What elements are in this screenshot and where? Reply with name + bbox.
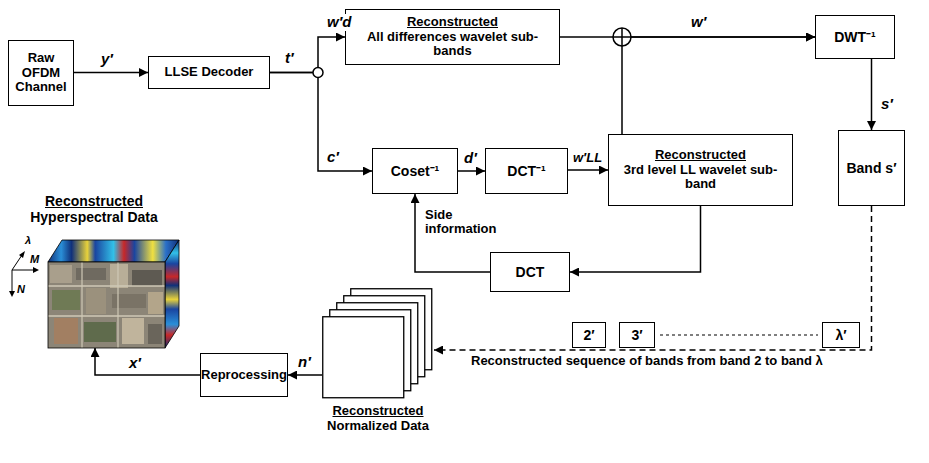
cube-front-outline <box>48 262 165 348</box>
connector <box>871 59 873 130</box>
band-box: 3′ <box>619 322 655 348</box>
signal-label: Side information <box>424 208 506 237</box>
connector <box>270 73 372 172</box>
axis-line <box>12 270 34 271</box>
connector <box>270 37 345 73</box>
axis-head <box>19 251 25 258</box>
connector <box>622 37 815 134</box>
image-patch <box>86 288 106 314</box>
image-road <box>48 285 165 287</box>
heading-text: Reconstructed <box>655 148 746 163</box>
sum-cross <box>621 28 623 46</box>
image-patch <box>50 265 72 283</box>
connector <box>288 374 322 376</box>
node-text: LLSE Decoder <box>165 65 254 80</box>
split-point <box>313 68 323 78</box>
node-text: 2′ <box>583 327 594 343</box>
node-text: 3rd level LL wavelet sub-band <box>613 163 788 193</box>
image-patch <box>76 268 106 280</box>
node-text: 3′ <box>631 327 642 343</box>
axis-head <box>33 267 39 273</box>
ellipsis-line <box>660 334 818 335</box>
signal-label: c′ <box>326 149 340 166</box>
sum-circle <box>613 28 631 46</box>
data-stack: ReconstructedNormalized Data <box>322 288 434 456</box>
process-box: DCT <box>490 252 570 292</box>
page-stack <box>322 288 434 400</box>
heading-text: Reconstructed <box>407 15 498 30</box>
node-text: DWT⁻¹ <box>834 29 876 45</box>
axis-line <box>12 255 22 270</box>
node-text: λ′ <box>835 327 846 343</box>
page <box>323 317 404 398</box>
process-box: DWT⁻¹ <box>815 15 895 59</box>
image-road <box>81 262 82 348</box>
image-patch <box>52 290 80 310</box>
node-text: Band s′ <box>846 160 896 176</box>
axis-line <box>12 270 13 292</box>
axis-label: N <box>16 283 26 295</box>
image-patch <box>110 264 128 288</box>
signal-label: s′ <box>880 96 894 113</box>
cube-front <box>48 262 165 348</box>
connector <box>570 206 701 272</box>
cube-figure: ReconstructedHyperspectral Data <box>8 190 180 348</box>
image-patch <box>84 322 116 342</box>
connector <box>74 72 148 74</box>
image-patch <box>132 270 162 286</box>
process-box: Band s′ <box>838 130 905 206</box>
signal-label: w′LL <box>572 151 603 165</box>
signal-label: x′ <box>128 355 142 372</box>
signal-label: t′ <box>284 50 295 67</box>
image-patch <box>54 318 78 344</box>
image-patch <box>148 324 162 344</box>
cube-side <box>165 240 179 348</box>
hyperspectral-cube <box>48 240 179 348</box>
node-text: Normalized Data <box>327 419 429 434</box>
signal-label: n′ <box>297 354 312 371</box>
axis-label: M <box>29 253 40 265</box>
heading-text: Reconstructed <box>45 193 143 209</box>
image-road <box>48 315 165 317</box>
process-box: LLSE Decoder <box>148 56 270 89</box>
image-patch <box>148 292 163 314</box>
connector <box>458 170 485 172</box>
signal-label: y′ <box>100 51 114 68</box>
process-box: ReconstructedAll differences wavelet sub… <box>345 9 560 65</box>
signal-label: d′ <box>463 150 478 167</box>
axis-label: λ <box>24 234 32 246</box>
axis-head <box>9 291 15 297</box>
process-box: DCT⁻¹ <box>485 148 568 194</box>
node-text: Coset⁻¹ <box>391 163 440 179</box>
node-text: DCT <box>516 264 545 280</box>
sum-symbol <box>613 28 631 46</box>
process-box: Raw OFDM Channel <box>8 40 74 106</box>
image-patch <box>122 318 144 344</box>
image-road <box>117 262 118 348</box>
connector <box>568 169 608 171</box>
node-text: All differences wavelet sub-bands <box>350 30 555 60</box>
signal-label: Reconstructed sequence of bands from ban… <box>470 354 824 368</box>
node-text: Reprocessing <box>201 368 287 383</box>
process-box: Coset⁻¹ <box>372 148 458 194</box>
band-box: λ′ <box>822 322 860 348</box>
node-text: Hyperspectral Data <box>30 209 158 225</box>
image-patch <box>112 294 146 308</box>
node-text: DCT⁻¹ <box>507 163 545 179</box>
process-box: Reconstructed3rd level LL wavelet sub-ba… <box>608 134 793 206</box>
connector <box>95 348 200 375</box>
heading-text: Reconstructed <box>332 404 423 419</box>
signal-label: w′ <box>690 14 707 31</box>
signal-label: w′d <box>326 14 352 31</box>
band-box: 2′ <box>572 322 606 348</box>
process-box: Reprocessing <box>200 353 288 397</box>
cube-top <box>48 240 179 262</box>
node-text: Raw OFDM Channel <box>13 51 69 96</box>
